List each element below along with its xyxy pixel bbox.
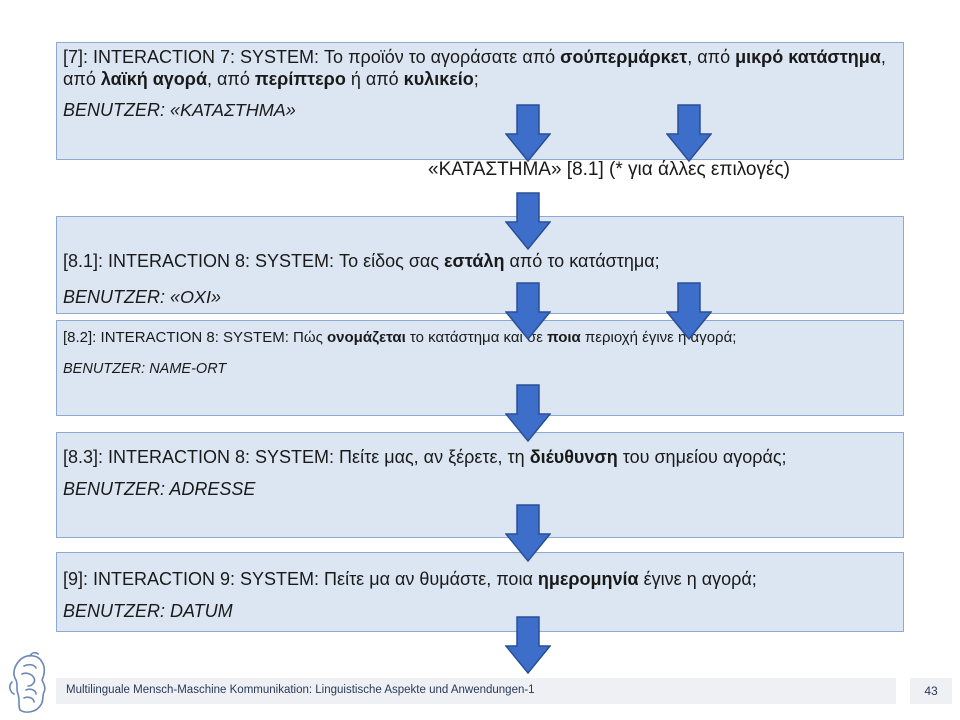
- bold-term: εστάλη: [444, 251, 505, 271]
- system-prompt: [8.2]: INTERACTION 8: SYSTEM: Πώς ονομάζ…: [63, 329, 897, 347]
- bold-term: ποια: [547, 329, 581, 346]
- user-response: BENUTZER: NAME-ORT: [63, 361, 227, 377]
- down-arrow-icon: [505, 104, 551, 162]
- text-run: [8.2]: INTERACTION 8: SYSTEM: Πώς: [63, 329, 327, 346]
- system-prompt: [8.1]: INTERACTION 8: SYSTEM: Το είδος σ…: [63, 251, 897, 273]
- text-run: ή από: [345, 68, 404, 89]
- down-arrow-icon: [505, 504, 551, 562]
- footer-course-title: Multilinguale Mensch-Maschine Kommunikat…: [56, 678, 896, 704]
- text-run: του σημείου αγοράς;: [617, 447, 787, 467]
- user-response: BENUTZER: «ΟΧΙ»: [63, 286, 222, 307]
- interaction-8-1-box: [8.1]: INTERACTION 8: SYSTEM: Το είδος σ…: [56, 216, 904, 314]
- text-run: [9]: INTERACTION 9: SYSTEM: Πείτε μα αν …: [63, 569, 538, 589]
- down-arrow-icon: [505, 192, 551, 250]
- interaction-8-3-box: [8.3]: INTERACTION 8: SYSTEM: Πείτε μας,…: [56, 432, 904, 538]
- text-run: ;: [473, 68, 479, 89]
- text-run: [7]: INTERACTION 7: SYSTEM: Το προϊόν το…: [63, 47, 561, 67]
- bold-term: κυλικείο: [403, 68, 474, 89]
- system-prompt: [9]: INTERACTION 9: SYSTEM: Πείτε μα αν …: [63, 569, 897, 591]
- branch-note: «ΚΑΤΑΣΤΗΜΑ» [8.1] (* για άλλες επιλογές): [428, 159, 790, 180]
- text-run: , από: [687, 47, 736, 67]
- bold-term: ημερομηνία: [537, 569, 639, 589]
- bold-term: ονομάζεται: [327, 329, 406, 346]
- down-arrow-icon: [505, 616, 551, 674]
- athena-head-logo: [9, 652, 46, 713]
- bold-term: λαϊκή αγορά: [100, 68, 208, 89]
- interaction-8-2-box: [8.2]: INTERACTION 8: SYSTEM: Πώς ονομάζ…: [56, 320, 904, 416]
- bold-term: μικρό κατάστημα: [735, 47, 881, 67]
- user-response: BENUTZER: ADRESSE: [63, 478, 256, 499]
- page-number: 43: [910, 678, 952, 704]
- down-arrow-icon: [666, 282, 712, 340]
- system-prompt: [8.3]: INTERACTION 8: SYSTEM: Πείτε μας,…: [63, 447, 897, 469]
- user-response: BENUTZER: «ΚΑΤΑΣΤΗΜΑ»: [63, 100, 296, 121]
- text-run: έγινε η αγορά;: [638, 569, 757, 589]
- text-run: [8.3]: INTERACTION 8: SYSTEM: Πείτε μας,…: [63, 447, 530, 467]
- text-run: το κατάστημα και σε: [405, 329, 548, 346]
- user-response: BENUTZER: DATUM: [63, 600, 233, 621]
- interaction-9-box: [9]: INTERACTION 9: SYSTEM: Πείτε μα αν …: [56, 552, 904, 632]
- text-run: από το κατάστημα;: [504, 251, 660, 271]
- bold-term: σούπερμάρκετ: [560, 47, 688, 67]
- down-arrow-icon: [505, 384, 551, 442]
- bold-term: περίπτερο: [254, 68, 346, 89]
- text-run: [8.1]: INTERACTION 8: SYSTEM: Το είδος σ…: [63, 251, 445, 271]
- down-arrow-icon: [505, 282, 551, 340]
- text-run: , από: [207, 68, 255, 89]
- text-run: , από: [63, 47, 886, 89]
- text-run: περιοχή έγινε η αγορά;: [580, 329, 737, 346]
- system-prompt: [7]: INTERACTION 7: SYSTEM: Το προϊόν το…: [63, 47, 897, 90]
- interaction-7-box: [7]: INTERACTION 7: SYSTEM: Το προϊόν το…: [56, 42, 904, 160]
- bold-term: διέυθυνση: [529, 447, 618, 467]
- down-arrow-icon: [666, 104, 712, 162]
